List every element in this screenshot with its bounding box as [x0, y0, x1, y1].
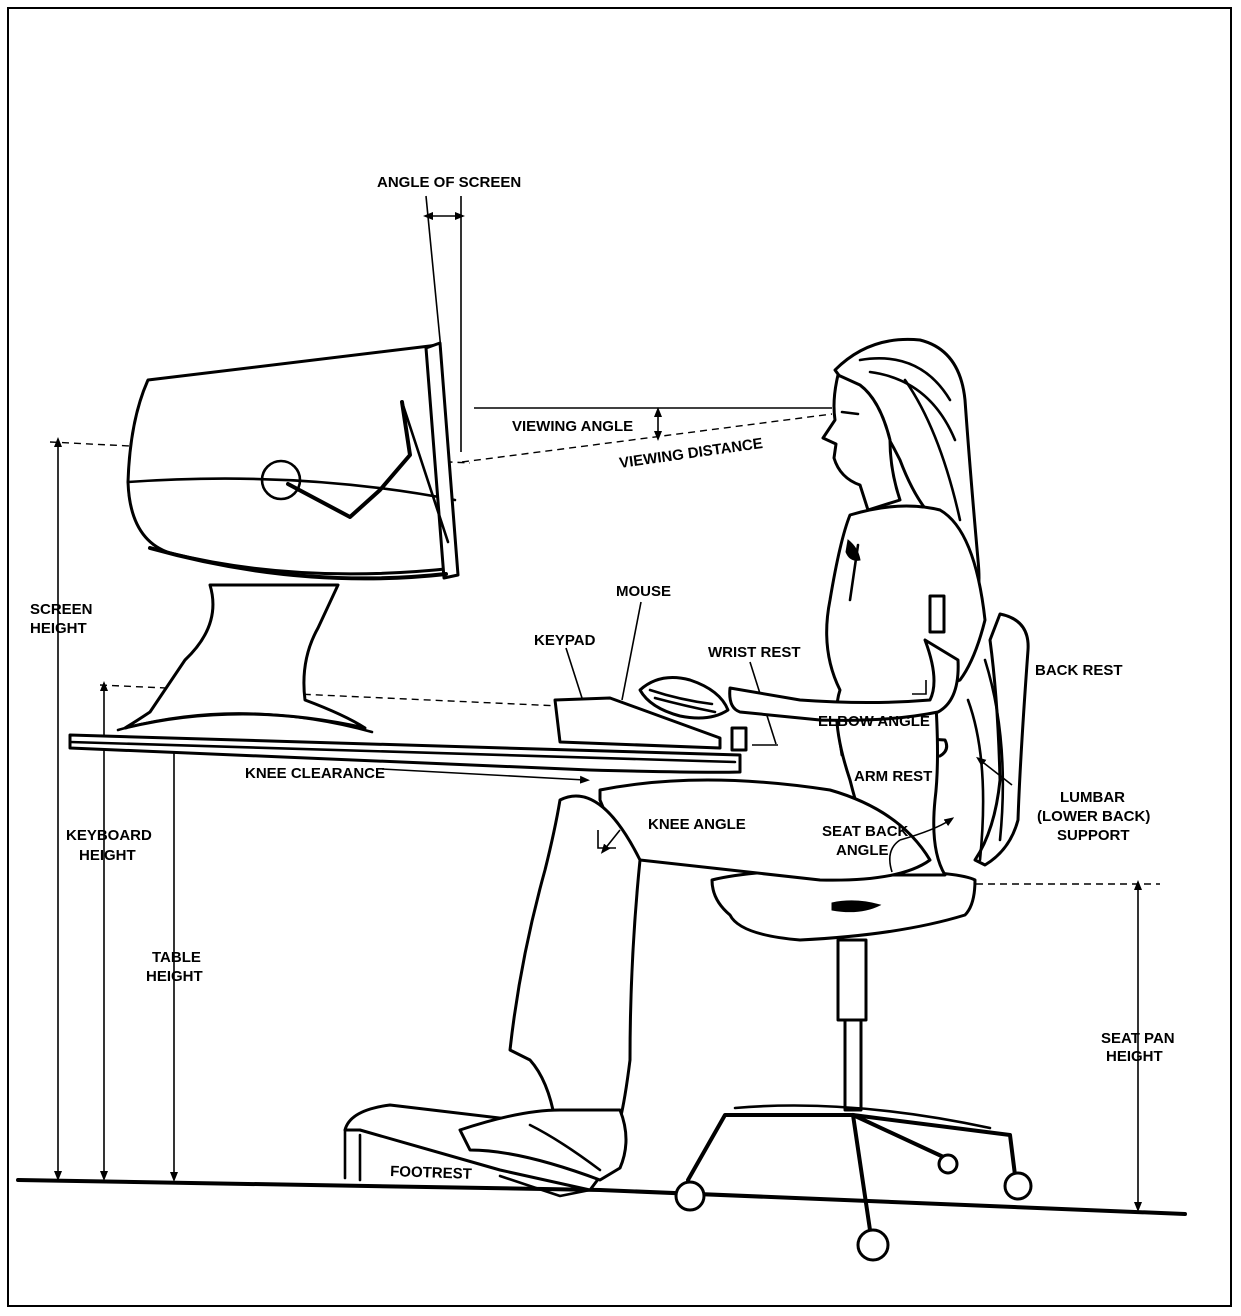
- label-angle-of-screen: ANGLE OF SCREEN: [377, 174, 521, 191]
- label-keyboard-height-line1: KEYBOARD: [66, 827, 152, 844]
- label-viewing-distance: VIEWING DISTANCE: [618, 435, 764, 472]
- label-back-rest: BACK REST: [1035, 662, 1123, 679]
- label-seat-back-angle-line2: ANGLE: [836, 842, 889, 859]
- label-table-height-line2: HEIGHT: [146, 968, 203, 985]
- label-lumbar-line3: SUPPORT: [1057, 827, 1130, 844]
- label-footrest: FOOTREST: [390, 1163, 472, 1183]
- monitor: [118, 343, 458, 732]
- label-knee-clearance: KNEE CLEARANCE: [245, 765, 385, 782]
- label-knee-angle: KNEE ANGLE: [648, 816, 746, 833]
- label-screen-height-line1: SCREEN: [30, 601, 93, 618]
- label-viewing-angle: VIEWING ANGLE: [512, 418, 633, 435]
- label-lumbar-line2: (LOWER BACK): [1037, 808, 1150, 825]
- label-table-height-line1: TABLE: [152, 949, 201, 966]
- label-seat-back-angle-line1: SEAT BACK: [822, 823, 909, 840]
- label-seat-pan-height-line1: SEAT PAN: [1101, 1030, 1175, 1047]
- label-arm-rest: ARM REST: [854, 768, 932, 785]
- label-wrist-rest: WRIST REST: [708, 644, 801, 661]
- label-screen-height-line2: HEIGHT: [30, 620, 87, 637]
- label-keyboard-height-line2: HEIGHT: [79, 847, 136, 864]
- label-lumbar-line1: LUMBAR: [1060, 789, 1125, 806]
- keyboard-area: [555, 678, 746, 750]
- label-seat-pan-height-line2: HEIGHT: [1106, 1048, 1163, 1065]
- label-elbow-angle: ELBOW ANGLE: [818, 713, 930, 730]
- label-mouse: MOUSE: [616, 583, 671, 600]
- label-keypad: KEYPAD: [534, 632, 596, 649]
